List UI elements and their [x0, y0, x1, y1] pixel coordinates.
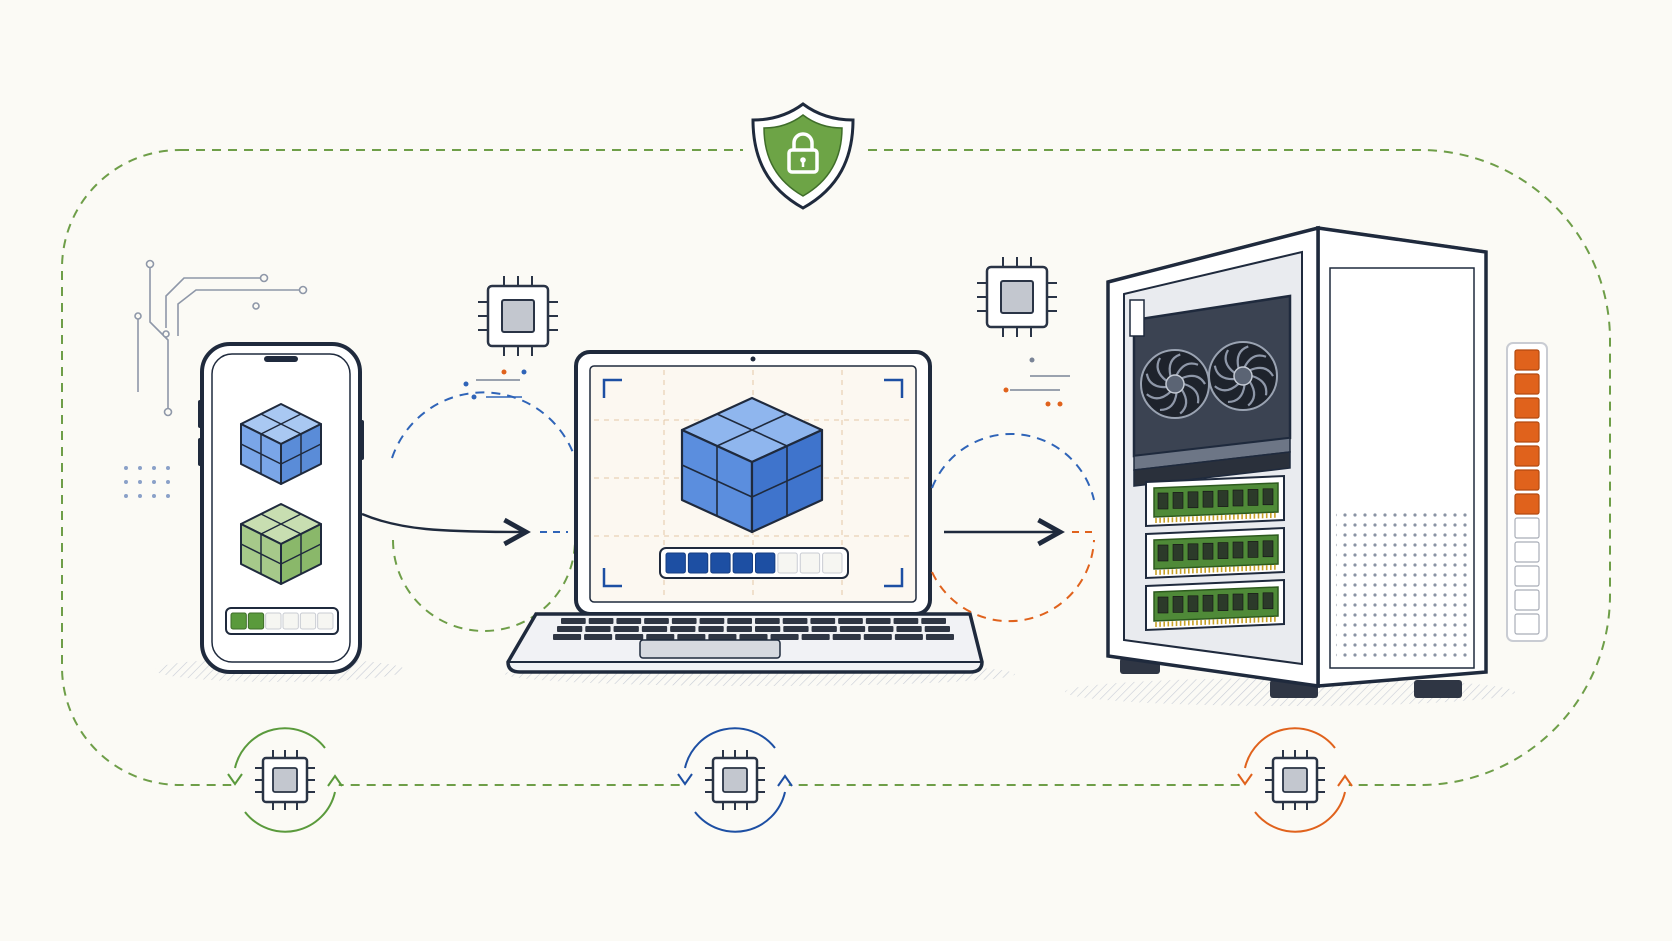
keyboard-key [699, 618, 725, 624]
progress-cell [1514, 397, 1540, 419]
progress-cell [1514, 565, 1540, 587]
keyboard-key [641, 626, 668, 632]
progress-cell [1514, 589, 1540, 611]
keyboard-key [770, 634, 799, 640]
keyboard-key [613, 626, 639, 632]
security-loop-path [61, 149, 1611, 786]
progress-cell [755, 552, 776, 574]
progress-cell [799, 552, 821, 574]
keyboard-key [727, 618, 752, 624]
dot-grid-decoration [124, 466, 170, 498]
keyboard-key [893, 618, 919, 624]
keyboard-key [584, 634, 613, 640]
keyboard-key [865, 618, 891, 624]
keyboard-key [755, 618, 780, 624]
keyboard-key [677, 634, 706, 640]
keyboard-key [896, 626, 922, 632]
keyboard-key [838, 618, 863, 624]
memory-module-icon [1145, 578, 1285, 632]
keyboard-key [616, 618, 642, 624]
edge-phone-to-laptop [361, 391, 582, 632]
keyboard-key [839, 626, 866, 632]
keyboard-key [868, 626, 894, 632]
keyboard-key [801, 634, 830, 640]
phone-progress-bar [225, 607, 339, 635]
progress-cell [1514, 517, 1540, 539]
progress-cell [1514, 469, 1540, 491]
chip-icon [255, 750, 315, 810]
cycle-badge [1237, 726, 1353, 834]
keyboard-key [863, 634, 892, 640]
progress-cell [1514, 421, 1540, 443]
edge-laptop-to-server [931, 433, 1096, 623]
keyboard-key [810, 618, 836, 624]
chip-icon [1265, 750, 1325, 810]
keyboard-key [588, 618, 614, 624]
keyboard-key [644, 618, 669, 624]
fan-icon [1208, 341, 1278, 411]
keyboard-key [708, 634, 737, 640]
progress-cell [230, 612, 247, 630]
progress-cell [822, 552, 843, 574]
chip-icon [977, 257, 1057, 337]
circuit-traces-decoration [134, 259, 308, 417]
keyboard-key [739, 634, 768, 640]
chip-icon [705, 750, 765, 810]
keyboard-key [894, 634, 923, 640]
chip-icon [478, 276, 558, 356]
progress-cell [1514, 493, 1540, 515]
progress-cell [247, 612, 265, 630]
cycle-badge [677, 726, 793, 834]
progress-cell [665, 552, 686, 574]
progress-cell [710, 552, 731, 574]
memory-module-icon [1145, 474, 1285, 528]
keyboard-key [561, 618, 586, 624]
keyboard-key [646, 634, 675, 640]
server-progress-bar [1506, 342, 1548, 642]
progress-cell [299, 612, 317, 630]
progress-cell [317, 612, 334, 630]
keyboard-key [924, 626, 950, 632]
cycle-badge [227, 726, 343, 834]
keyboard-key [921, 618, 946, 624]
progress-cell [1514, 613, 1540, 635]
keyboard-key [755, 626, 781, 632]
progress-cell [777, 552, 798, 574]
keyboard-key [671, 618, 697, 624]
cube-icon [240, 503, 322, 585]
keyboard-key [925, 634, 954, 640]
keyboard-key [783, 626, 809, 632]
keyboard-key [615, 634, 644, 640]
desktop-tower-device [1106, 225, 1548, 698]
shield-lock-icon [743, 101, 863, 211]
memory-module-icon [1145, 526, 1285, 580]
cube-icon [680, 396, 824, 534]
keyboard-key [782, 618, 808, 624]
progress-cell [1514, 349, 1540, 371]
keyboard-key [670, 626, 696, 632]
laptop-device [506, 350, 984, 674]
keyboard-key [557, 626, 583, 632]
progress-cell [1514, 445, 1540, 467]
keyboard-key [811, 626, 837, 632]
progress-cell [1514, 541, 1540, 563]
smartphone-device [198, 342, 364, 674]
cube-icon [240, 403, 322, 485]
fan-icon [1140, 349, 1210, 419]
progress-cell [732, 552, 753, 574]
keyboard-key [553, 634, 582, 640]
keyboard-key [698, 626, 724, 632]
keyboard-key [832, 634, 861, 640]
keyboard-key [726, 626, 752, 632]
keyboard-key [585, 626, 611, 632]
progress-cell [282, 612, 299, 630]
progress-cell [687, 552, 709, 574]
progress-cell [1514, 373, 1540, 395]
graphics-card-icon [1129, 294, 1292, 487]
progress-cell [265, 612, 282, 630]
laptop-progress-bar [659, 547, 849, 579]
